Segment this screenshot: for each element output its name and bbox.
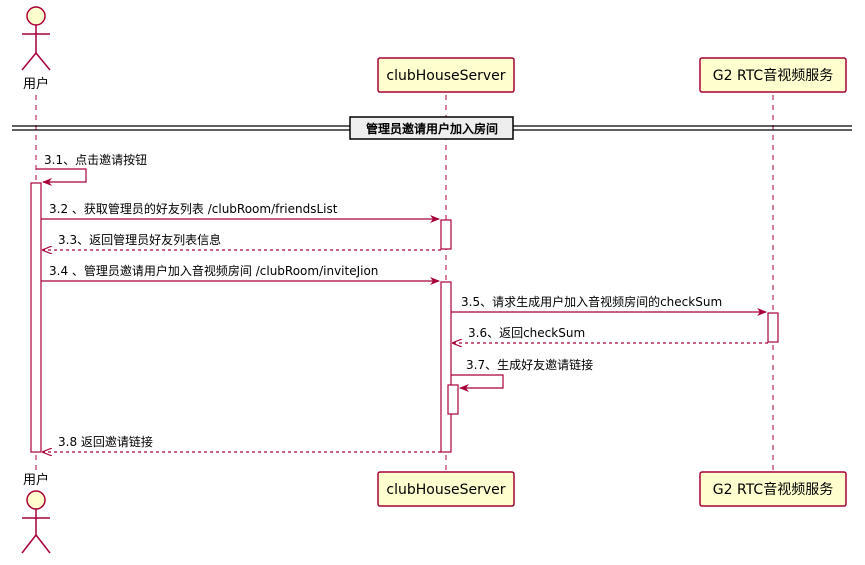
message-3-7: 3.7、生成好友邀请链接 bbox=[451, 357, 593, 392]
participant-server-bottom-label: clubHouseServer bbox=[386, 482, 505, 498]
activation-user bbox=[30, 182, 42, 453]
message-3-5: 3.5、请求生成用户加入音视频房间的checkSum bbox=[451, 294, 767, 316]
divider: 管理员邀请用户加入房间 bbox=[12, 116, 852, 140]
participant-rtc-bottom-label: G2 RTC音视频服务 bbox=[713, 481, 833, 498]
message-3-4: 3.4 、管理员邀请用户加入音视频房间 /clubRoom/inviteJion bbox=[41, 263, 440, 285]
actor-user-top-label: 用户 bbox=[23, 76, 49, 92]
activation-rtc bbox=[767, 312, 779, 343]
message-3-2-label: 3.2 、获取管理员的好友列表 /clubRoom/friendsList bbox=[49, 201, 338, 216]
actor-user-bottom-label: 用户 bbox=[23, 472, 49, 488]
message-3-3-label: 3.3、返回管理员好友列表信息 bbox=[58, 232, 221, 247]
message-3-3: 3.3、返回管理员好友列表信息 bbox=[43, 232, 441, 250]
message-3-1: 3.1、点击邀请按钮 bbox=[36, 152, 147, 186]
activation-server-1 bbox=[440, 219, 452, 250]
participant-server-top-label: clubHouseServer bbox=[386, 68, 505, 84]
message-3-5-label: 3.5、请求生成用户加入音视频房间的checkSum bbox=[461, 294, 722, 309]
message-3-8: 3.8 返回邀请链接 bbox=[43, 434, 441, 452]
message-3-4-label: 3.4 、管理员邀请用户加入音视频房间 /clubRoom/inviteJion bbox=[49, 263, 378, 278]
message-3-6-label: 3.6、返回checkSum bbox=[468, 326, 585, 340]
message-3-6: 3.6、返回checkSum bbox=[453, 326, 768, 343]
activation-server-2 bbox=[440, 281, 452, 453]
participant-server-top: clubHouseServer bbox=[377, 57, 515, 93]
participant-server-bottom: clubHouseServer bbox=[377, 471, 515, 507]
message-3-8-label: 3.8 返回邀请链接 bbox=[58, 434, 153, 449]
participant-rtc-bottom: G2 RTC音视频服务 bbox=[699, 471, 847, 507]
actor-user-bottom bbox=[21, 490, 51, 554]
message-3-1-label: 3.1、点击邀请按钮 bbox=[44, 152, 147, 167]
actor-user-top bbox=[21, 6, 51, 71]
activation-server-3 bbox=[447, 384, 459, 415]
participant-rtc-top-label: G2 RTC音视频服务 bbox=[713, 67, 833, 84]
message-3-2: 3.2 、获取管理员的好友列表 /clubRoom/friendsList bbox=[41, 201, 440, 223]
participant-rtc-top: G2 RTC音视频服务 bbox=[699, 57, 847, 93]
message-3-7-label: 3.7、生成好友邀请链接 bbox=[466, 357, 593, 372]
divider-label: 管理员邀请用户加入房间 bbox=[366, 121, 498, 136]
